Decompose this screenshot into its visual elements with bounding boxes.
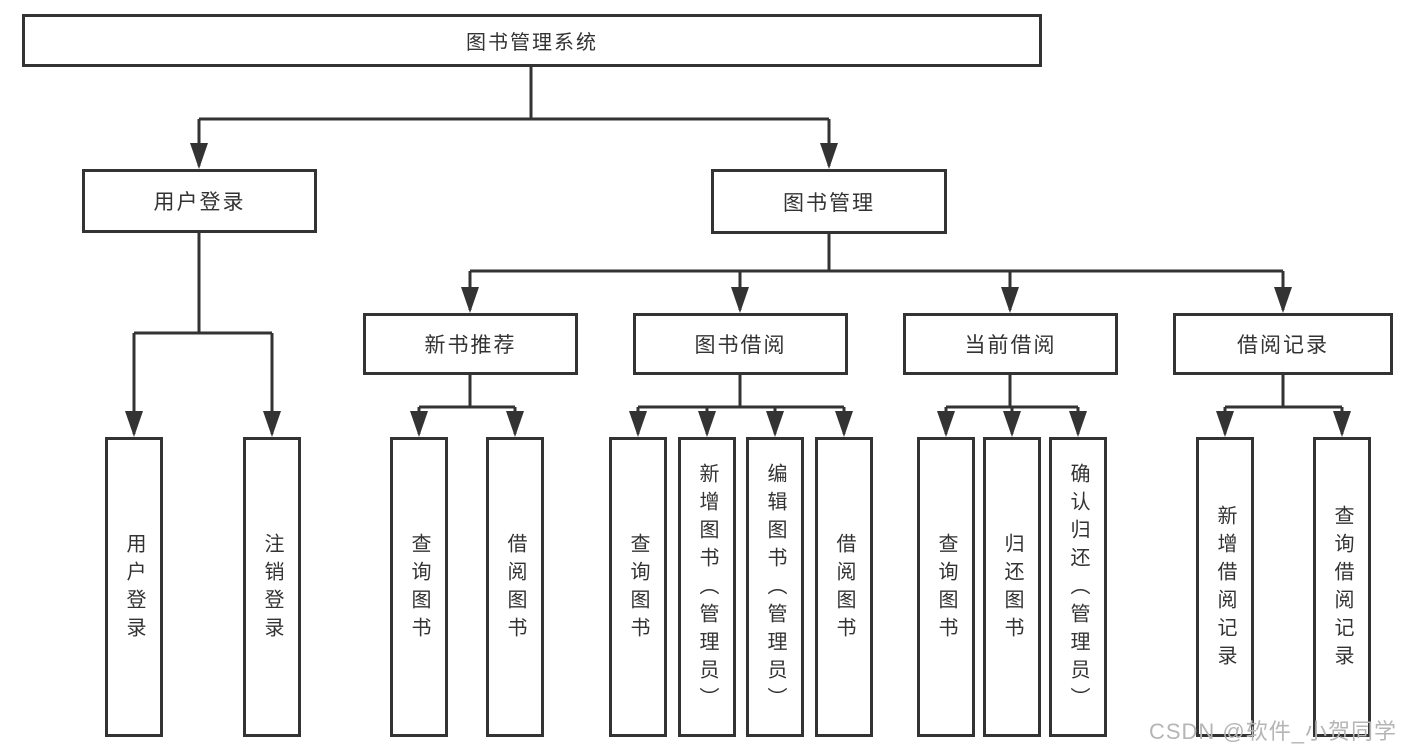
leaf-logout: 注销登录 bbox=[243, 437, 301, 737]
arrowhead bbox=[461, 287, 479, 313]
leaf-confirm-return-admin: 确认归还（管理员） bbox=[1049, 437, 1107, 737]
arrowhead bbox=[1001, 287, 1019, 313]
leaf-add-borrow-record: 新增借阅记录 bbox=[1196, 437, 1254, 737]
csdn-watermark: CSDN @软件_小贺同学 bbox=[1148, 719, 1397, 744]
leaf-query-books-recommend: 查询图书 bbox=[390, 437, 448, 737]
connector-userlogin-to-leaves bbox=[132, 233, 274, 434]
node-new-book-recommend: 新书推荐 bbox=[363, 313, 578, 375]
arrowhead bbox=[263, 411, 281, 437]
connector-root-to-level2 bbox=[197, 67, 831, 166]
arrowhead bbox=[1333, 411, 1351, 437]
leaf-edit-books-admin: 编辑图书（管理员） bbox=[746, 437, 804, 737]
node-borrow-records: 借阅记录 bbox=[1173, 313, 1393, 375]
arrowhead bbox=[698, 411, 716, 437]
connector-bookmgmt-to-level3 bbox=[468, 234, 1285, 310]
node-book-borrowing: 图书借阅 bbox=[633, 313, 848, 375]
arrowhead bbox=[1274, 287, 1292, 313]
arrowhead bbox=[1069, 411, 1087, 437]
node-root-system: 图书管理系统 bbox=[22, 14, 1042, 67]
arrowhead bbox=[190, 143, 208, 169]
leaf-borrow-books-recommend: 借阅图书 bbox=[486, 437, 544, 737]
arrowhead bbox=[835, 411, 853, 437]
arrowhead bbox=[125, 411, 143, 437]
node-book-management: 图书管理 bbox=[711, 169, 947, 234]
leaf-query-borrow-record: 查询借阅记录 bbox=[1313, 437, 1371, 737]
arrowheads bbox=[125, 143, 1351, 437]
arrowhead bbox=[731, 287, 749, 313]
arrowhead bbox=[506, 411, 524, 437]
leaf-add-books-admin: 新增图书（管理员） bbox=[678, 437, 736, 737]
node-current-borrowing: 当前借阅 bbox=[903, 313, 1118, 375]
connector-borrow-to-leaves bbox=[636, 375, 846, 434]
connector-newbook-to-leaves bbox=[417, 375, 517, 434]
connector-records-to-leaves bbox=[1223, 375, 1344, 434]
leaf-query-books-current: 查询图书 bbox=[917, 437, 975, 737]
leaf-user-login: 用户登录 bbox=[105, 437, 163, 737]
arrowhead bbox=[1216, 411, 1234, 437]
arrowhead bbox=[1003, 411, 1021, 437]
leaf-query-books-borrowing: 查询图书 bbox=[609, 437, 667, 737]
leaf-borrow-books: 借阅图书 bbox=[815, 437, 873, 737]
arrowhead bbox=[820, 143, 838, 169]
arrowhead bbox=[629, 411, 647, 437]
leaf-return-books: 归还图书 bbox=[983, 437, 1041, 737]
arrowhead bbox=[410, 411, 428, 437]
node-user-login: 用户登录 bbox=[82, 169, 317, 233]
arrowhead bbox=[766, 411, 784, 437]
arrowhead bbox=[937, 411, 955, 437]
